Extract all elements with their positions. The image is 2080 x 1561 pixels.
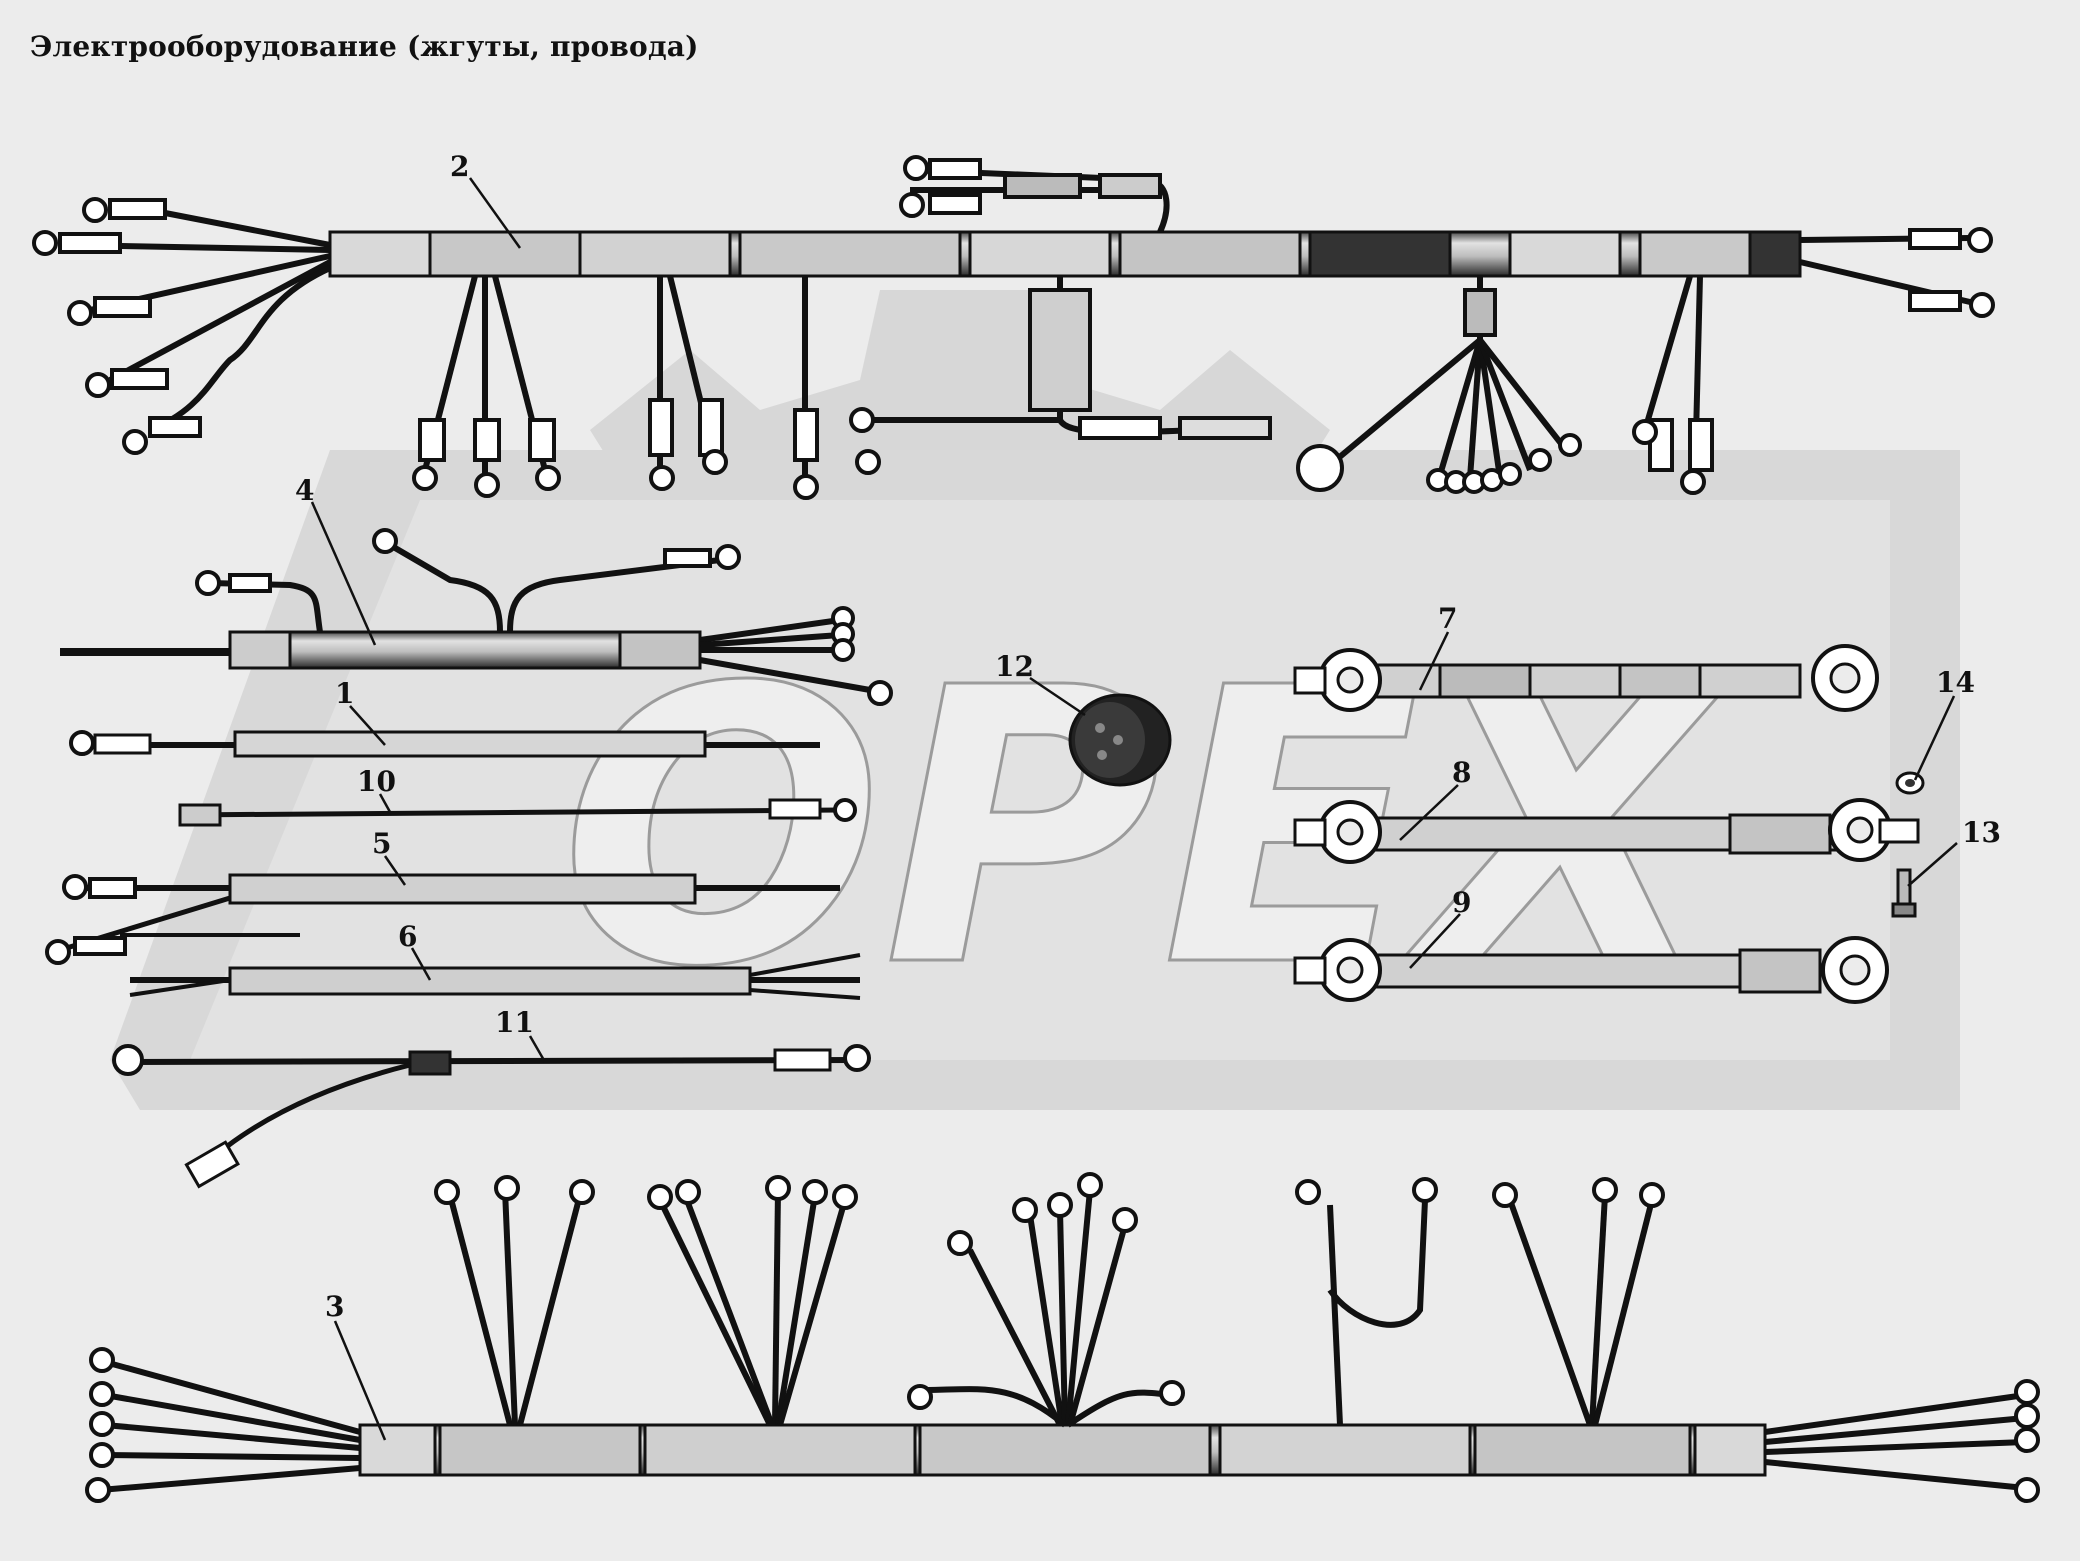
cable-9 bbox=[1293, 936, 1889, 1004]
callout-12: 12 bbox=[995, 650, 1034, 683]
callout-1: 1 bbox=[335, 677, 354, 710]
callout-5: 5 bbox=[372, 827, 391, 860]
callout-11: 11 bbox=[495, 1006, 534, 1039]
wire-6 bbox=[129, 953, 861, 1000]
nut-14 bbox=[1895, 771, 1925, 795]
callout-3: 3 bbox=[325, 1290, 344, 1323]
callout-7: 7 bbox=[1438, 602, 1457, 635]
callout-numbers: 2 4 1 10 5 6 11 12 7 8 9 14 13 3 bbox=[295, 150, 2001, 1323]
callout-13: 13 bbox=[1962, 816, 2001, 849]
cable-8 bbox=[1293, 798, 1920, 864]
callout-14: 14 bbox=[1936, 666, 1975, 699]
connector-12 bbox=[1068, 693, 1172, 787]
bolt-13 bbox=[1891, 868, 1917, 918]
callout-4: 4 bbox=[295, 474, 314, 507]
page-title: Электрооборудование (жгуты, провода) bbox=[30, 30, 699, 63]
callout-leaders bbox=[310, 177, 1958, 1441]
harness-4 bbox=[60, 528, 893, 706]
callout-6: 6 bbox=[398, 920, 417, 953]
wire-1 bbox=[69, 730, 820, 758]
callout-9: 9 bbox=[1452, 886, 1471, 919]
callout-10: 10 bbox=[357, 765, 396, 798]
wire-5 bbox=[45, 873, 840, 965]
harness-3 bbox=[85, 1172, 2040, 1503]
wire-11 bbox=[112, 1044, 871, 1189]
cable-7 bbox=[1293, 644, 1879, 712]
wire-10 bbox=[178, 798, 857, 827]
callout-8: 8 bbox=[1452, 756, 1471, 789]
callout-2: 2 bbox=[450, 150, 469, 183]
harness-2 bbox=[32, 155, 1995, 500]
